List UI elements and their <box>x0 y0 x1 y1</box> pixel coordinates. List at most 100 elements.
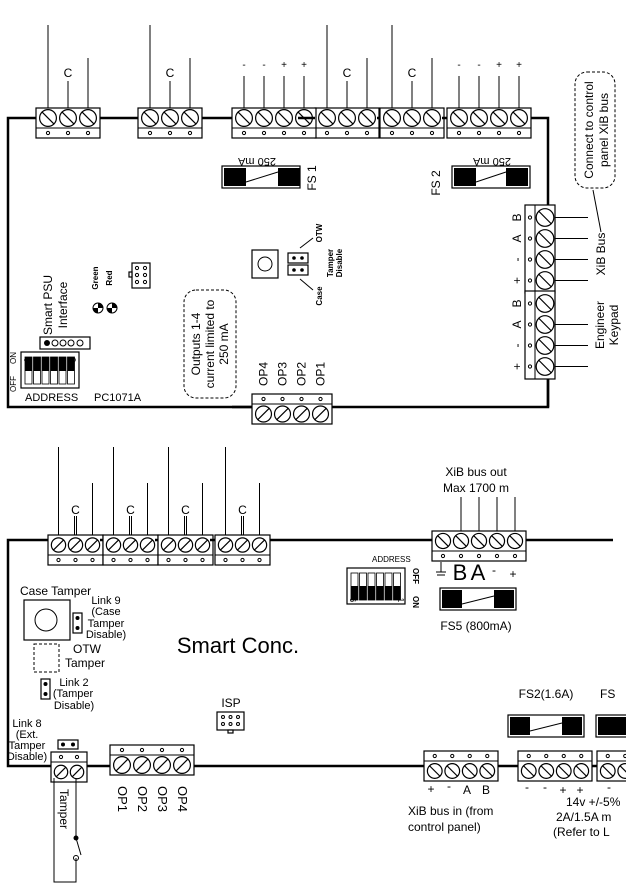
xib-out-a: A <box>471 560 486 585</box>
power-terminal-block <box>517 750 626 782</box>
screw-icon <box>444 763 461 779</box>
terminal-pin <box>65 130 71 136</box>
screw-slot <box>277 111 291 125</box>
output-terminal-block <box>251 393 333 425</box>
fuse-cap <box>224 168 246 186</box>
screw-slot <box>360 111 374 125</box>
screw-slot <box>472 534 486 548</box>
screw-icon <box>311 405 330 423</box>
screw-icon <box>217 537 234 553</box>
jumper-pin <box>300 268 304 272</box>
led-green-label: Green <box>91 266 100 289</box>
terminal-block-relay-4 <box>214 534 271 566</box>
dip-switch-6[interactable] <box>393 572 401 601</box>
fs2-label: FS 2 <box>429 170 443 196</box>
terminal-pin <box>512 553 518 559</box>
screw-slot <box>115 758 129 772</box>
screw-slot <box>540 765 553 777</box>
power-out-block-cut <box>596 750 626 782</box>
common-label: C <box>71 503 80 517</box>
screw-icon <box>181 108 200 127</box>
terminal-pin <box>128 557 133 563</box>
screw-slot <box>71 766 83 778</box>
dip-switch-5[interactable] <box>58 356 67 385</box>
screw-icon <box>573 763 590 779</box>
screw-slot <box>425 111 439 125</box>
screw-slot <box>314 407 327 421</box>
screw-slot <box>196 539 209 551</box>
xib-out-plus: + <box>509 567 516 581</box>
screw-slot <box>492 111 506 125</box>
fuse-cap <box>278 168 300 186</box>
screw-icon <box>506 532 524 550</box>
dip-switch-2[interactable] <box>33 356 41 385</box>
fuse-fs5: FS5 (800mA) <box>439 587 517 633</box>
screw-icon <box>535 357 555 376</box>
dip-switch-2[interactable] <box>359 572 367 601</box>
dip-switch-6[interactable] <box>67 356 75 385</box>
screw-icon <box>510 108 529 127</box>
ext-tamper-block <box>50 751 88 783</box>
link8-line-3: Tamper <box>9 740 46 752</box>
dip-switch-3[interactable] <box>41 356 50 385</box>
terminal-pin <box>139 747 145 753</box>
screw-icon <box>122 537 139 553</box>
screw-slot <box>61 111 75 125</box>
xib-out-minus: - <box>492 563 496 577</box>
screw-icon <box>112 755 131 774</box>
board-title: Smart Conc. <box>177 633 299 658</box>
top-dip-switch[interactable] <box>20 351 80 389</box>
screw-slot <box>601 765 614 777</box>
screw-icon <box>450 108 469 127</box>
terminal-pin <box>261 396 266 402</box>
fuse-element <box>245 171 279 183</box>
dip-address-label: ADDRESS <box>25 392 78 404</box>
terminal-pin <box>145 557 150 563</box>
terminal-block-relay-3 <box>157 534 214 566</box>
screw-slot <box>175 758 189 772</box>
terminal-pin <box>456 130 462 136</box>
link9-line-1: Link 9 <box>91 595 120 607</box>
screw-slot <box>537 273 553 288</box>
tamper-disable-line-2: Disable <box>335 248 344 277</box>
dip-switch-1[interactable] <box>24 356 33 385</box>
screw-slot <box>522 765 535 777</box>
dip-switch-1[interactable] <box>350 572 359 601</box>
screw-icon <box>78 108 97 127</box>
screw-slot <box>183 111 197 125</box>
terminal-pin <box>166 557 171 563</box>
keypad-terminal-block <box>524 290 556 380</box>
psu-fuse-label: FS2(1.6A) <box>519 687 574 701</box>
terminal-pin <box>364 130 370 136</box>
screw-slot <box>512 111 526 125</box>
dip-lever <box>376 586 384 600</box>
screw-icon <box>461 763 478 779</box>
keypad-terminal-label: A <box>510 320 524 328</box>
polarity-label: - <box>477 60 480 71</box>
dip-switch-3[interactable] <box>367 572 376 601</box>
power-out-block <box>517 750 593 782</box>
xib-bus-terminal-block <box>524 204 556 294</box>
power-spec-line-1: 14v +/-5% <box>566 795 621 809</box>
case-label: Case <box>315 286 324 306</box>
dip-switch-4[interactable] <box>50 356 58 385</box>
screw-slot <box>155 758 169 772</box>
dip-switch-5[interactable] <box>384 572 393 601</box>
screw-slot <box>135 758 149 772</box>
bottom-dip-switch[interactable] <box>346 567 406 605</box>
dip-switch-4[interactable] <box>376 572 384 601</box>
screw-slot <box>143 111 157 125</box>
fs2-rating: 250 mA <box>472 155 511 167</box>
terminal-block-relay-4 <box>379 107 445 139</box>
screw-slot <box>537 338 553 353</box>
dip-last-label: 6 <box>69 357 78 362</box>
dip-lever <box>368 586 375 600</box>
screw-icon <box>235 108 254 127</box>
polarity-label: - <box>457 60 460 71</box>
terminal-pin <box>527 236 533 241</box>
terminal-pin <box>485 753 490 759</box>
output-label: OP4 <box>257 362 271 386</box>
screw-slot <box>481 765 494 777</box>
